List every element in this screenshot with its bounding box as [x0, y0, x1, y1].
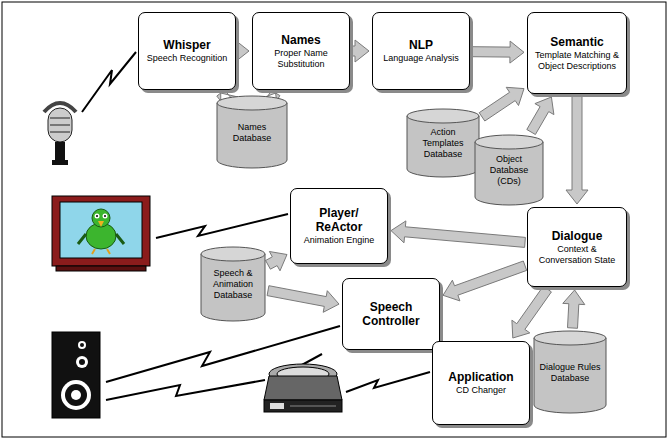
box-subtitle: Language Analysis [378, 53, 464, 64]
box-title: Names [258, 33, 344, 47]
process-box: Speech Controller [342, 278, 440, 350]
box-title: NLP [378, 38, 464, 52]
connector-arrow [443, 261, 527, 301]
database-cylinder: Speech & Animation Database [200, 246, 266, 322]
connector-arrow [479, 87, 524, 121]
process-box: NamesProper Name Substitution [252, 12, 350, 90]
connector-arrow [566, 96, 588, 204]
connector-arrow [266, 252, 287, 271]
database-label: Speech & Animation Database [203, 268, 263, 301]
connector-arrow [267, 286, 339, 313]
connector-arrow [352, 40, 369, 62]
database-label: Action Templates Database [409, 127, 477, 160]
frame [2, 2, 666, 437]
connector-arrow [527, 97, 554, 135]
process-box: DialogueContext & Conversation State [527, 207, 627, 287]
box-title: Player/ ReActor [296, 206, 382, 234]
database-label: Dialogue Rules Database [536, 362, 604, 384]
wireless-link [106, 326, 340, 382]
connector-arrow [391, 221, 525, 248]
process-box: NLPLanguage Analysis [372, 12, 470, 90]
box-subtitle: CD Changer [438, 385, 524, 396]
tv-icon [52, 196, 150, 271]
box-subtitle: Speech Recognition [144, 53, 230, 64]
box-subtitle: Template Matching & Object Descriptions [533, 50, 621, 72]
database-cylinder: Action Templates Database [406, 108, 480, 178]
box-subtitle: Context & Conversation State [533, 244, 621, 266]
wireless-link [156, 214, 288, 238]
box-title: Whisper [144, 38, 230, 52]
database-cylinder: Names Database [216, 95, 288, 169]
database-cylinder: Object Database (CDs) [474, 134, 544, 206]
database-cylinder: Dialogue Rules Database [533, 330, 607, 414]
box-subtitle: Animation Engine [296, 235, 382, 246]
box-title: Speech Controller [348, 300, 434, 328]
wireless-link [82, 52, 136, 112]
process-box: SemanticTemplate Matching & Object Descr… [527, 12, 627, 94]
box-title: Application [438, 370, 524, 384]
connector-arrow [512, 286, 552, 338]
connector-arrow [563, 290, 585, 328]
connector-arrow [472, 41, 524, 63]
box-title: Dialogue [533, 229, 621, 243]
cd-player-icon [264, 364, 342, 412]
database-label: Names Database [219, 122, 285, 144]
speaker-icon [52, 332, 100, 418]
process-box: WhisperSpeech Recognition [138, 12, 236, 90]
process-box: ApplicationCD Changer [432, 341, 530, 425]
box-subtitle: Proper Name Substitution [258, 48, 344, 70]
wireless-link [346, 372, 430, 392]
microphone-icon [44, 103, 76, 165]
process-box: Player/ ReActorAnimation Engine [290, 188, 388, 264]
box-title: Semantic [533, 35, 621, 49]
wireless-link [106, 380, 265, 400]
database-label: Object Database (CDs) [477, 154, 541, 187]
connector-arrow [235, 40, 249, 62]
